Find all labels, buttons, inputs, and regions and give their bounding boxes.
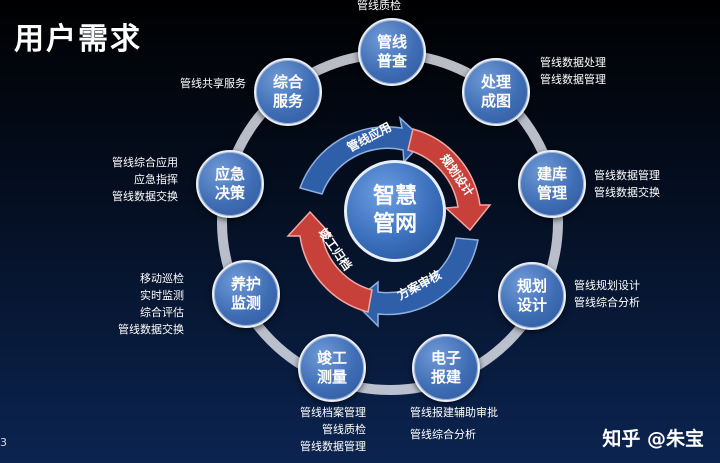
- node-label: 竣工测量: [316, 349, 347, 386]
- note-line: 管线数据交换: [112, 190, 178, 203]
- node-survey: 管线普查: [358, 18, 426, 86]
- note-line: 综合评估: [140, 306, 184, 319]
- center-label: 智慧管网: [372, 184, 417, 237]
- center-hub: 智慧管网: [344, 160, 446, 262]
- note-declaration: 管线报建辅助审批 管线综合分析: [410, 404, 498, 443]
- node-planning: 规划设计: [498, 262, 566, 330]
- note-survey: 管线质检: [357, 0, 401, 14]
- note-completion: 管线档案管理 管线质检 管线数据管理: [268, 404, 366, 455]
- node-mapping: 处理成图: [462, 58, 530, 126]
- note-line: 管线数据交换: [118, 323, 184, 336]
- node-label: 规划设计: [516, 277, 547, 314]
- note-line: 管线报建辅助审批: [410, 406, 498, 419]
- node-label: 养护监测: [230, 275, 261, 312]
- watermark: 知乎 @朱宝: [602, 428, 704, 450]
- edge-text: 3: [0, 436, 7, 449]
- note-line: 应急指挥: [134, 173, 178, 186]
- node-label: 应急决策: [214, 165, 245, 202]
- note-line: 管线数据处理: [540, 56, 606, 69]
- node-label: 处理成图: [480, 73, 511, 110]
- note-line: 管线综合分析: [574, 296, 640, 309]
- arrow-left-red: [286, 210, 373, 313]
- note-planning: 管线规划设计 管线综合分析: [574, 277, 640, 311]
- note-line: 管线数据管理: [300, 440, 366, 453]
- node-declaration: 电子报建: [412, 334, 480, 402]
- node-service: 综合服务: [254, 58, 322, 126]
- arrow-right-red: [407, 128, 492, 232]
- note-line: 实时监测: [140, 289, 184, 302]
- note-database: 管线数据管理 管线数据交换: [594, 167, 660, 201]
- note-line: 移动巡检: [140, 272, 184, 285]
- note-service: 管线共享服务: [160, 75, 246, 92]
- node-maintenance: 养护监测: [212, 260, 280, 328]
- note-line: 管线规划设计: [574, 279, 640, 292]
- note-emergency: 管线综合应用 应急指挥 管线数据交换: [96, 154, 178, 205]
- note-mapping: 管线数据处理 管线数据管理: [540, 54, 606, 88]
- node-label: 电子报建: [430, 349, 461, 386]
- node-label: 建库管理: [536, 165, 567, 202]
- note-line: 管线档案管理: [300, 406, 366, 419]
- note-line: 管线共享服务: [180, 77, 246, 90]
- page-title: 用户需求: [14, 22, 142, 57]
- note-line: 管线综合分析: [410, 428, 476, 441]
- note-line: 管线综合应用: [112, 156, 178, 169]
- node-emergency: 应急决策: [196, 150, 264, 218]
- arrow-top-blue: [299, 115, 426, 195]
- arrow-bottom-blue: [352, 237, 479, 328]
- node-label: 管线普查: [376, 33, 407, 70]
- note-line: 管线数据管理: [540, 73, 606, 86]
- node-database: 建库管理: [518, 150, 586, 218]
- note-line: 管线质检: [322, 423, 366, 436]
- note-maintenance: 移动巡检 实时监测 综合评估 管线数据交换: [104, 270, 184, 338]
- note-line: 管线数据管理: [594, 169, 660, 182]
- node-completion: 竣工测量: [298, 334, 366, 402]
- note-line: 管线数据交换: [594, 186, 660, 199]
- note-line: 管线质检: [357, 0, 401, 12]
- node-label: 综合服务: [272, 73, 303, 110]
